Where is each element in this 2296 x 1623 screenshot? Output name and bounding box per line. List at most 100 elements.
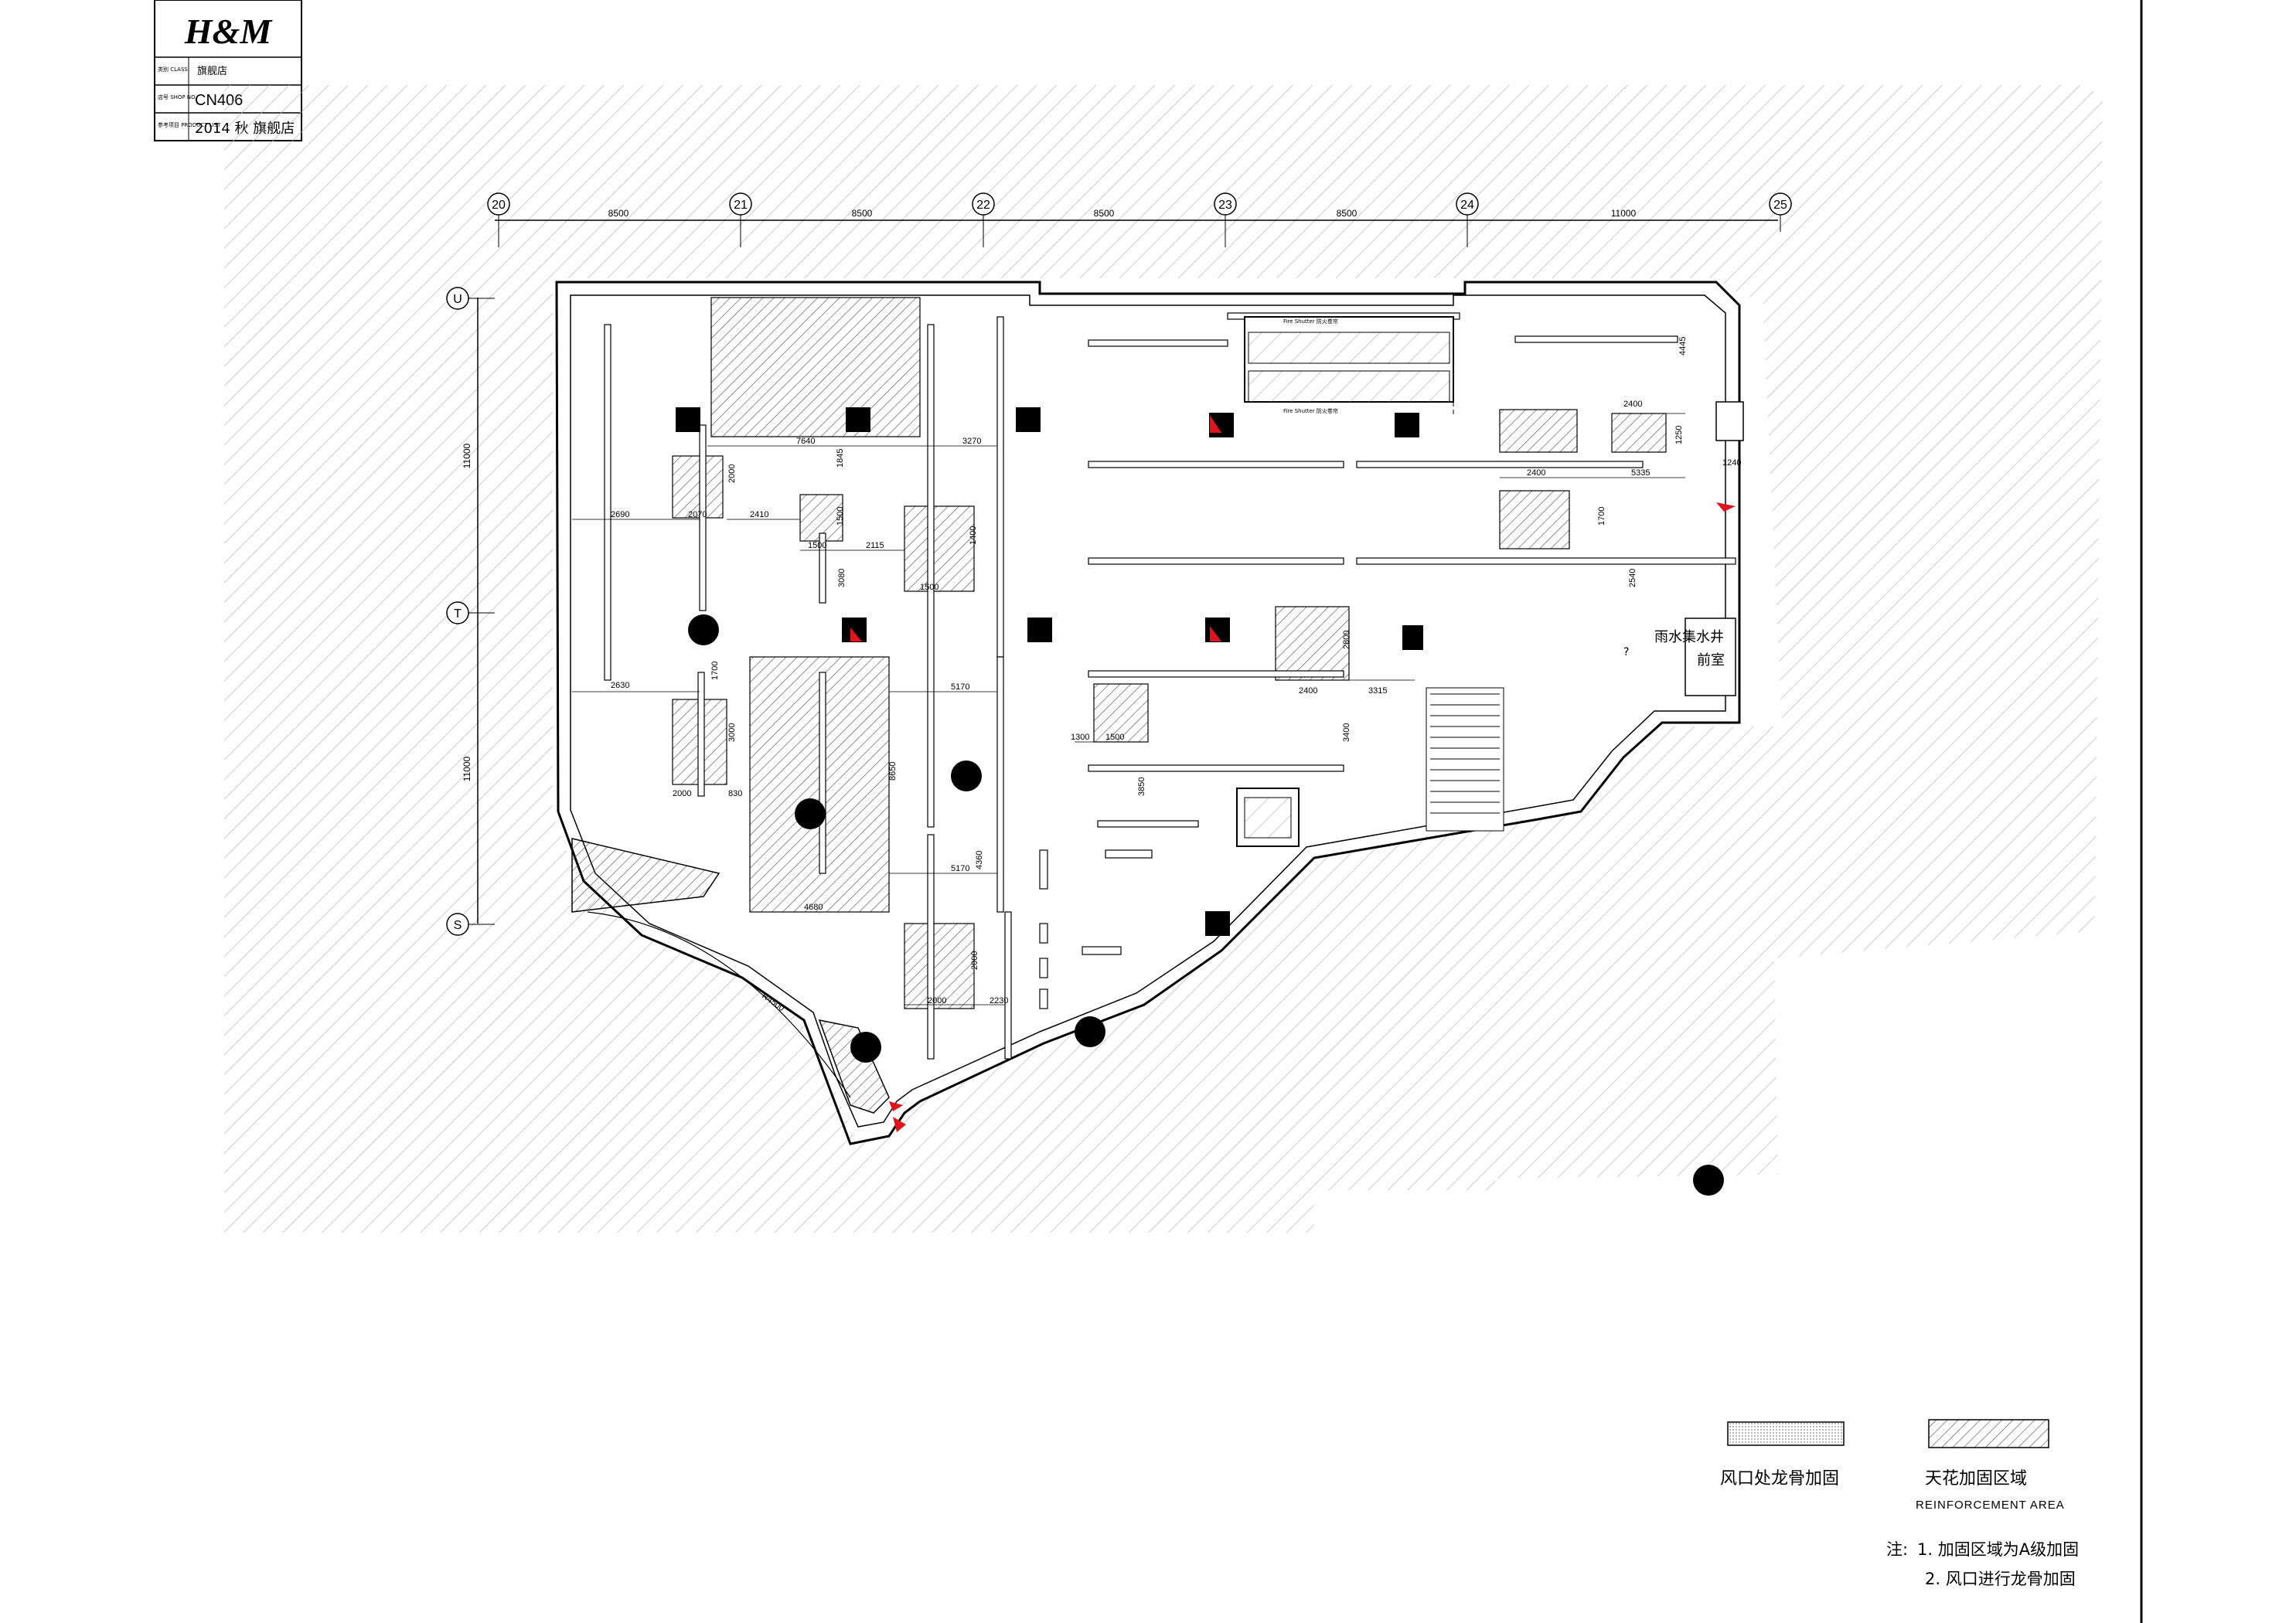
- axis-bubble-T: T: [446, 601, 495, 624]
- span-label-23-24: 8500: [1337, 208, 1358, 219]
- svg-text:3080: 3080: [837, 569, 847, 587]
- svg-text:3270: 3270: [962, 437, 981, 446]
- svg-text:3400: 3400: [1342, 723, 1351, 742]
- axis-bubble-23: 23: [1214, 192, 1237, 247]
- svg-text:4680: 4680: [804, 903, 823, 912]
- svg-text:20: 20: [492, 199, 506, 212]
- notes-prefix: 注:: [1886, 1540, 1908, 1559]
- svg-text:5335: 5335: [1631, 468, 1650, 478]
- span-label-T-S: 11000: [462, 756, 472, 781]
- fire-shutter-label-1: Fire Shutter 防火卷帘: [1283, 318, 1338, 325]
- svg-text:3000: 3000: [727, 723, 737, 742]
- axis-bubble-S: S: [446, 913, 495, 936]
- span-label-U-T: 11000: [462, 443, 472, 468]
- svg-text:8650: 8650: [888, 762, 898, 781]
- dimension-labels: 7640 3270 2690 2410 2000 1845 1500 2115 …: [611, 337, 1741, 1005]
- title-row-label-1: 类别 CLASS: [158, 66, 188, 73]
- svg-text:1700: 1700: [710, 662, 720, 680]
- svg-text:3315: 3315: [1368, 686, 1387, 696]
- svg-text:S: S: [454, 919, 462, 932]
- notes-line-2: 2. 风口进行龙骨加固: [1925, 1570, 2076, 1588]
- axis-bubble-25: 25: [1769, 192, 1792, 232]
- svg-text:2690: 2690: [611, 510, 629, 519]
- staircase: [1426, 687, 1504, 832]
- elevator-shaft: [1236, 788, 1300, 847]
- title-row-value-1: 旗舰店: [197, 65, 227, 77]
- svg-text:2000: 2000: [727, 464, 737, 483]
- svg-text:2000: 2000: [673, 789, 691, 798]
- axis-bubble-22: 22: [972, 192, 995, 247]
- svg-text:1400: 1400: [969, 526, 978, 545]
- service-rooms: [1685, 401, 1744, 696]
- svg-text:24: 24: [1460, 199, 1474, 212]
- svg-text:U: U: [453, 293, 462, 306]
- svg-text:21: 21: [734, 199, 748, 212]
- legend-swatch-dotted: [1727, 1421, 1845, 1446]
- red-markers: [850, 415, 1736, 1132]
- axis-bubble-21: 21: [729, 192, 752, 247]
- storefront-arc: [587, 911, 851, 1098]
- dimension-lines: [572, 413, 1685, 1005]
- svg-text:1500: 1500: [836, 507, 845, 526]
- back-room-partitions: [1039, 849, 1153, 1009]
- notes: 注: 1. 加固区域为A级加固 2. 风口进行龙骨加固: [1886, 1540, 2079, 1588]
- store-floor-area: [553, 278, 1782, 1144]
- svg-text:2410: 2410: [750, 510, 768, 519]
- svg-text:T: T: [454, 607, 462, 621]
- legend-swatch-hatched: [1928, 1419, 2049, 1448]
- svg-text:2070: 2070: [688, 510, 707, 519]
- svg-text:25: 25: [1773, 199, 1787, 212]
- svg-text:1700: 1700: [1597, 507, 1606, 526]
- svg-text:5170: 5170: [951, 864, 969, 873]
- columns: [688, 614, 1724, 1196]
- room-label-front-room: 前室: [1697, 652, 1725, 669]
- legend-sublabel-2: REINFORCEMENT AREA: [1916, 1499, 2065, 1512]
- curved-storefront-wall: [571, 838, 720, 913]
- axis-bubbles-top: 20 21 22 23 24 25 8500 8500 8500 8500 11…: [487, 192, 1792, 247]
- title-row-label-2: 店号 SHOP NO.: [158, 94, 197, 100]
- axis-bubble-U: U: [446, 287, 495, 310]
- svg-text:2400: 2400: [1623, 400, 1642, 409]
- escalator: [1244, 316, 1454, 417]
- svg-text:4445: 4445: [1678, 337, 1688, 356]
- svg-text:23: 23: [1218, 199, 1232, 212]
- svg-text:1240: 1240: [1722, 458, 1741, 468]
- room-label-water-pit: 雨水集水井: [1654, 629, 1724, 645]
- span-label-21-22: 8500: [852, 208, 873, 219]
- svg-text:1500: 1500: [808, 541, 826, 550]
- exterior-walls: [555, 281, 1741, 1145]
- axis-bubble-20: 20: [487, 192, 510, 247]
- svg-text:830: 830: [728, 789, 742, 798]
- span-label-22-23: 8500: [1094, 208, 1115, 219]
- legend: 风口处龙骨加固 天花加固区域 REINFORCEMENT AREA: [1720, 1419, 2065, 1512]
- svg-text:2540: 2540: [1628, 569, 1637, 587]
- svg-text:1500: 1500: [920, 583, 938, 592]
- svg-text:1250: 1250: [1674, 426, 1684, 444]
- span-label-20-21: 8500: [608, 208, 629, 219]
- svg-text:4360: 4360: [975, 851, 984, 869]
- span-label-24-25: 11000: [1611, 208, 1637, 219]
- legend-label-2: 天花加固区域: [1925, 1469, 2027, 1489]
- legend-label-1: 风口处龙骨加固: [1720, 1469, 1839, 1489]
- fire-shutter-label-2: Fire Shutter 防火卷帘: [1283, 407, 1338, 414]
- light-strips: [604, 312, 1736, 1060]
- svg-text:22: 22: [976, 199, 990, 212]
- svg-text:1300: 1300: [1071, 733, 1089, 742]
- svg-text:1500: 1500: [1105, 733, 1124, 742]
- logo-text: H&M: [184, 12, 274, 51]
- axis-bubble-24: 24: [1456, 192, 1479, 247]
- svg-text:1845: 1845: [836, 449, 845, 468]
- svg-text:2800: 2800: [1342, 631, 1351, 649]
- title-block: H&M 类别 CLASS 旗舰店 店号 SHOP NO. CN406 参考项目 …: [154, 0, 302, 141]
- svg-text:3850: 3850: [1137, 777, 1146, 796]
- reinforcement-zones: [672, 297, 1667, 1009]
- svg-text:2000: 2000: [970, 951, 979, 970]
- axis-bubbles-left: U T S 11000 11000: [446, 287, 495, 936]
- svg-text:2400: 2400: [1527, 468, 1545, 478]
- svg-text:2000: 2000: [928, 996, 946, 1005]
- room-label-question: ?: [1623, 646, 1629, 658]
- title-row-label-3: 参考项目 PRODUCT LIST: [158, 121, 221, 128]
- svg-text:7640: 7640: [796, 437, 815, 446]
- svg-text:2230: 2230: [990, 996, 1008, 1005]
- svg-text:2400: 2400: [1299, 686, 1317, 696]
